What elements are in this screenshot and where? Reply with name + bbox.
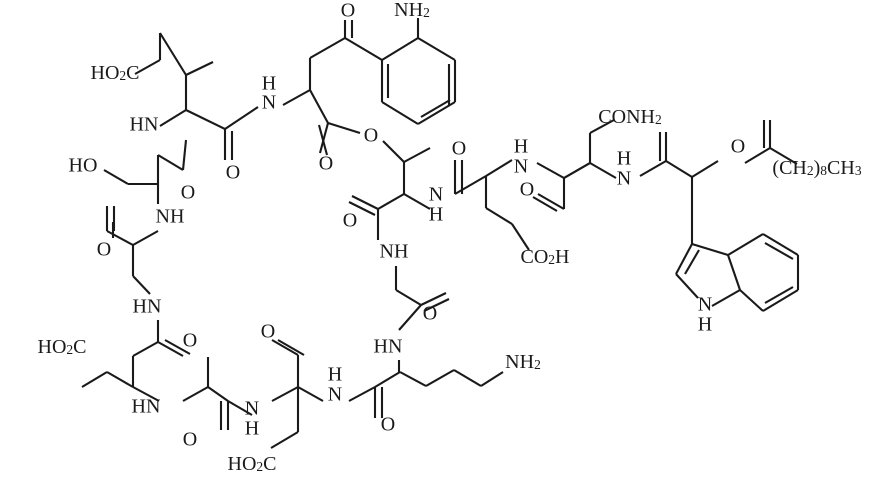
label-ho2c-bottom-center: HO2C (228, 453, 277, 475)
label-o-thr-carbonyl: O (343, 210, 357, 232)
label-acyl-chain: (CH2)8CH3 (772, 157, 861, 179)
label-hn-top-left: HN (130, 114, 159, 136)
label-n-tryptophan: N (617, 168, 631, 190)
label-h-ala: H (245, 418, 259, 440)
label-o-ester-link: O (364, 125, 378, 147)
label-co2h-asp-center: CO2H (521, 246, 570, 268)
label-o-amide-serine: O (97, 239, 111, 261)
label-o-asn-carbonyl: O (520, 179, 534, 201)
label-o-asp-center: O (452, 138, 466, 160)
label-nh2-aniline: NH2 (394, 0, 430, 21)
label-nh2-ornithine: NH2 (505, 351, 541, 373)
label-n-indole: N (698, 294, 712, 316)
label-o-asp-bottom-carbonyl: O (261, 321, 275, 343)
label-n-asparagine: N (514, 156, 528, 178)
label-o-amide-top-left: O (226, 162, 240, 184)
label-o-amide-gly-upper: O (181, 182, 195, 204)
label-ho-serine: HO (69, 155, 98, 177)
bond-network (81, 18, 800, 449)
label-h-tryptophan: H (617, 148, 631, 170)
label-o-ester-carbonyl: O (319, 153, 333, 175)
label-h-asparagine: H (514, 136, 528, 158)
label-hn-ornithine: HN (374, 336, 403, 358)
label-conh2-asparagine: CONH2 (598, 106, 661, 128)
label-n-top-center: N (262, 92, 276, 114)
label-n-asp-bottom: N (328, 384, 342, 406)
label-o-ornithine: O (381, 414, 395, 436)
label-o-acyl: O (731, 136, 745, 158)
label-n-ala: N (245, 398, 259, 420)
label-h-asp-bottom: H (328, 364, 342, 386)
label-h-threonine: H (429, 204, 443, 226)
label-o-ketone-top: O (341, 0, 355, 22)
label-h-top-center: H (262, 73, 276, 95)
label-n-threonine: N (429, 184, 443, 206)
label-h-indole: H (698, 314, 712, 336)
label-hn-asp-bottom-left: HN (132, 396, 161, 418)
label-nh-serine: NH (156, 206, 185, 228)
label-o-asp-bl-carbonyl: O (183, 330, 197, 352)
atom-labels: HO2C O HN N H O NH2 O O HO NH O HN O HO2… (38, 0, 862, 475)
label-o-gly-center: O (423, 303, 437, 325)
label-o-ala-carbonyl: O (183, 429, 197, 451)
label-ho2c-bottom-left: HO2C (38, 336, 87, 358)
label-ho2c-top-left: HO2C (91, 62, 140, 84)
label-nh-gly-center: NH (380, 241, 409, 263)
label-hn-glycine-left: HN (133, 296, 162, 318)
